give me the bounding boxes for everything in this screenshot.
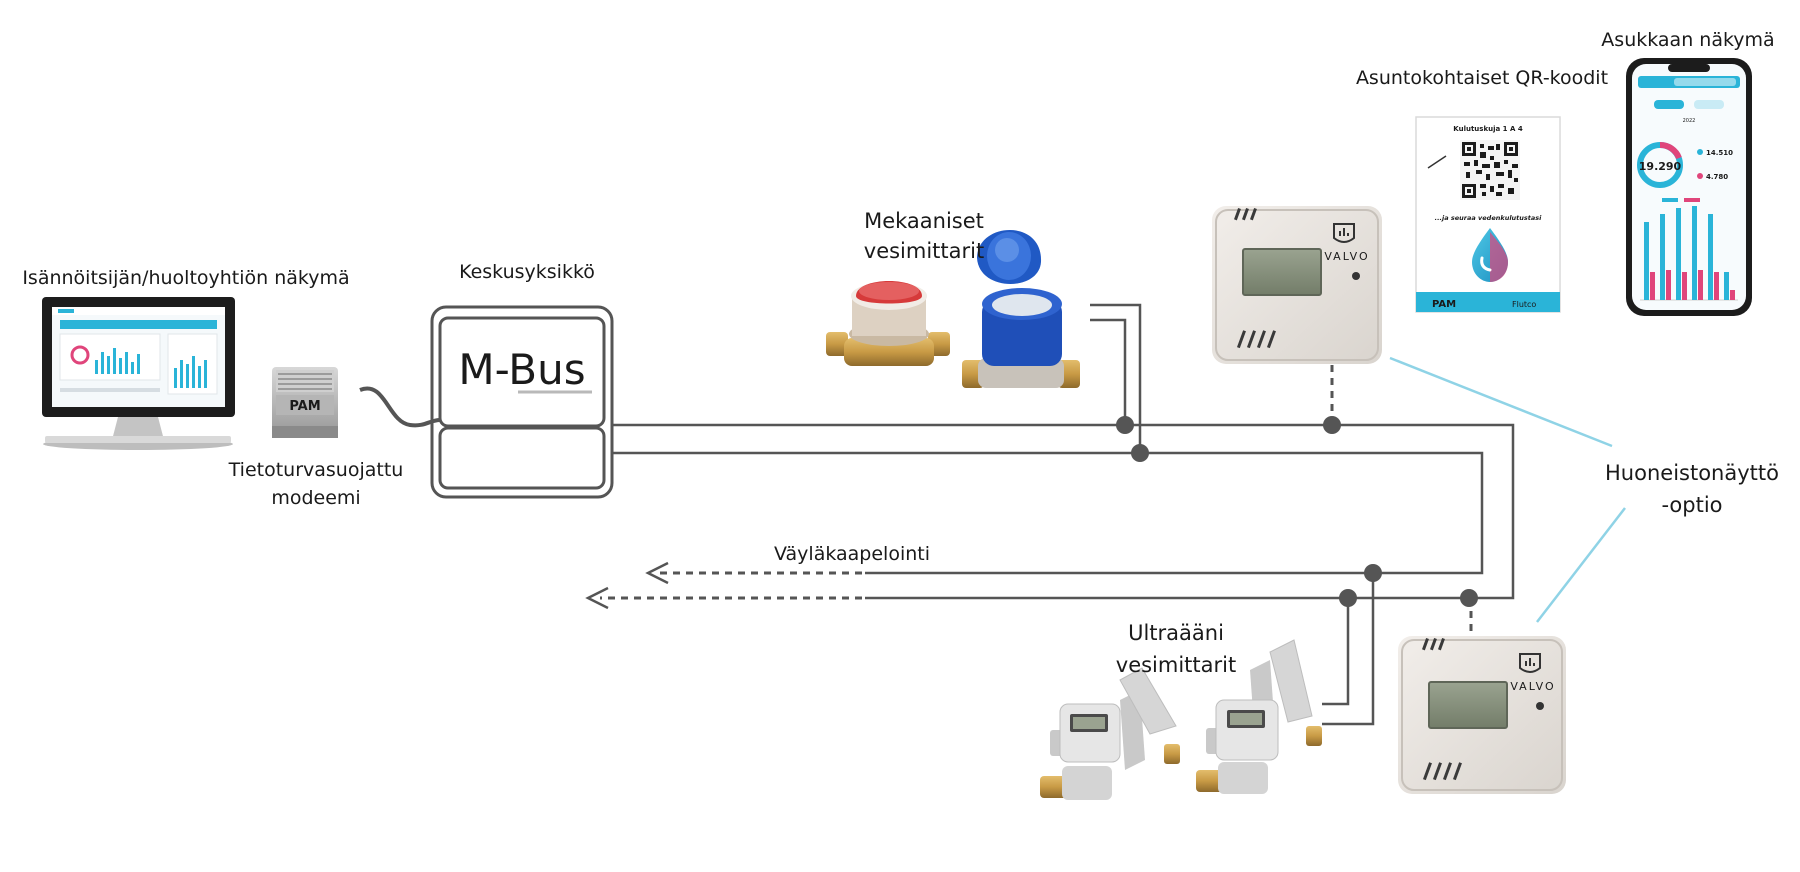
ultra-meter-feed-1 [1322, 598, 1350, 706]
modem-icon: PAM [272, 367, 338, 438]
junction-dot [1460, 589, 1478, 607]
phone-mini-chart [1640, 206, 1738, 301]
phone-year: 2022 [1683, 118, 1696, 124]
mech-meter-feed-2 [1090, 318, 1127, 425]
bus-wire-upper [613, 423, 1515, 600]
qr-card-caption: ...ja seuraa vedenkulutustasi [1435, 214, 1543, 222]
junction-dot [1339, 589, 1357, 607]
monitor-icon [42, 297, 235, 450]
bus-wiring [359, 303, 1515, 726]
qr-codes-label: Asuntokohtaiset QR-koodit [1356, 67, 1608, 89]
qr-card-brand-right: Flutco [1512, 300, 1536, 309]
central-unit-icon [430, 305, 614, 499]
callout-line-lower [1536, 507, 1626, 623]
ultrasonic-meter-icon [1040, 667, 1180, 800]
modem-brand: PAM [289, 399, 320, 414]
bus-arrowheads [585, 561, 669, 610]
bus-junctions [1116, 416, 1478, 607]
qr-card-brand-left: PAM [1432, 299, 1456, 310]
callout-lines [1389, 356, 1626, 623]
junction-dot [1131, 444, 1149, 462]
mechanical-meter-icon [826, 281, 950, 366]
display-brand: VALVO [1324, 250, 1369, 263]
mechanical-meter-icon [962, 230, 1080, 388]
phone-reading-1: 14.510 [1706, 149, 1733, 157]
modem-cable [359, 386, 441, 428]
mechanical-meters-label-line2: vesimittarit [864, 239, 984, 263]
mbus-logo-text: M-Bus [458, 345, 585, 394]
modem-label-line2: modeemi [271, 487, 360, 509]
qr-card-title: Kulutuskuja 1 A 4 [1453, 125, 1523, 133]
arrowhead-lower [585, 586, 609, 610]
manager-view-label: Isännöitsijän/huoltoyhtiön näkymä [22, 267, 349, 289]
mech-meter-feed-1 [1090, 303, 1142, 453]
ultrasonic-meters-label-line1: Ultraääni [1128, 621, 1224, 645]
apartment-display-label-line2: -optio [1661, 493, 1722, 517]
junction-dot [1364, 564, 1382, 582]
junction-dot [1323, 416, 1341, 434]
bus-wire-lower [613, 451, 1484, 575]
apartment-display-icon: VALVO [1212, 206, 1382, 364]
callout-line-upper [1389, 356, 1613, 448]
qr-card-icon: Kulutuskuja 1 A 4 ...ja seuraa vedenkulu… [1415, 116, 1561, 313]
modem-label-line1: Tietoturvasuojattu [228, 459, 404, 481]
phone-reading-main: 19.290 [1639, 160, 1682, 173]
ultrasonic-meter-icon [1196, 639, 1322, 794]
ultra-meter-feed-2 [1322, 573, 1375, 726]
phone-icon: 2022 19.290 14.510 4.780 [1626, 58, 1752, 316]
arrowhead-upper [645, 561, 669, 585]
resident-view-label: Asukkaan näkymä [1601, 29, 1774, 51]
mechanical-meters-label-line1: Mekaaniset [864, 209, 984, 233]
diagram-labels: Isännöitsijän/huoltoyhtiön näkymä Keskus… [22, 29, 1779, 677]
display-brand: VALVO [1510, 680, 1555, 693]
apartment-display-icon: VALVO [1398, 636, 1566, 794]
central-unit-label: Keskusyksikkö [459, 261, 595, 283]
junction-dot [1116, 416, 1134, 434]
ultrasonic-meters-label-line2: vesimittarit [1116, 653, 1236, 677]
apartment-display-label-line1: Huoneistonäyttö [1605, 461, 1779, 485]
phone-reading-2: 4.780 [1706, 173, 1728, 181]
bus-cabling-label: Väyläkaapelointi [774, 543, 930, 565]
